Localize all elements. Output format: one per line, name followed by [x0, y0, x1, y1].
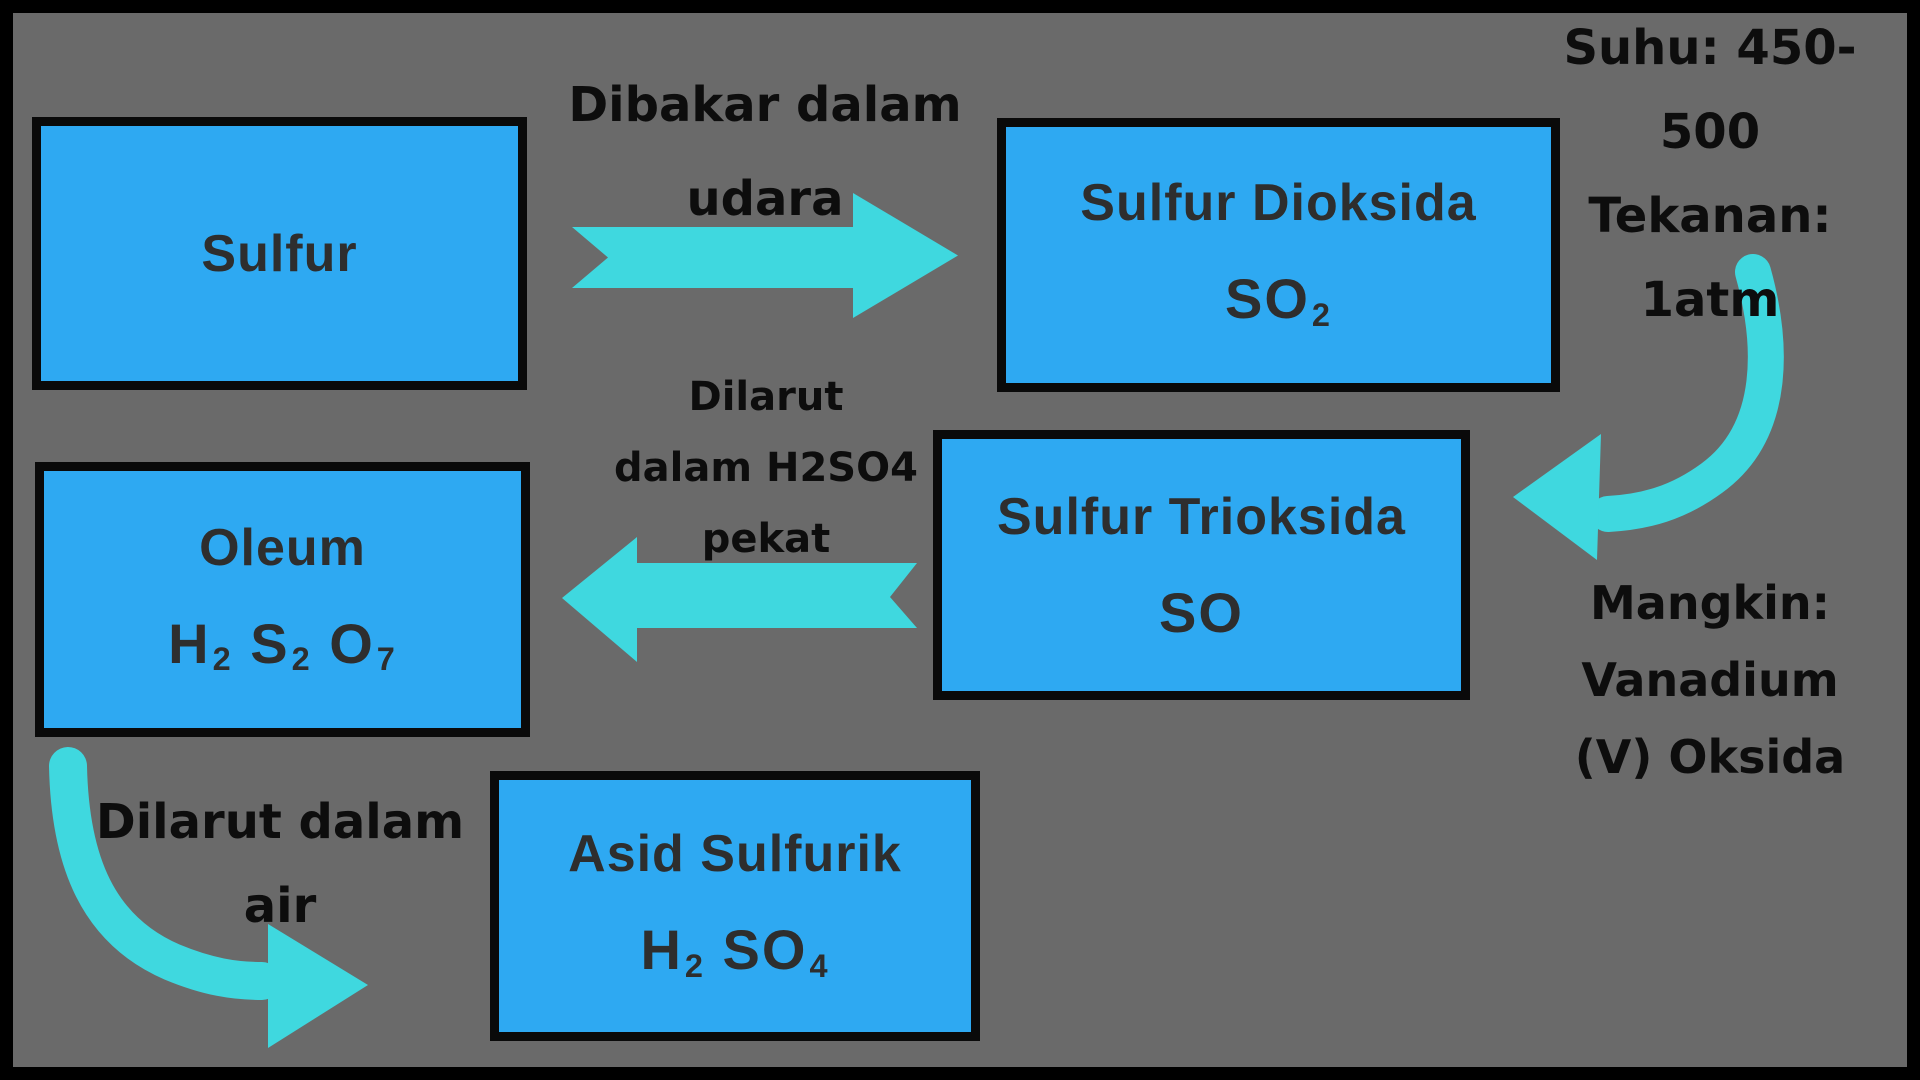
label-conditions: Suhu: 450- 500 Tekanan: 1atm [1545, 6, 1875, 342]
label-line: Dilarut dalam [95, 794, 465, 850]
box-oleum: Oleum H2 S2 O7 [35, 462, 530, 737]
label-line: Suhu: 450- [1563, 20, 1857, 76]
box-formula: SO2 [1225, 267, 1332, 333]
label-dilarut-dalam-air: Dilarut dalam air [80, 780, 480, 948]
box-title: Sulfur Dioksida [1080, 174, 1477, 232]
box-title: Sulfur [201, 224, 358, 283]
label-line: air [243, 878, 317, 934]
label-dibakar-dalam-udara: Dibakar dalam udara [540, 58, 990, 246]
label-line: Tekanan: [1588, 188, 1832, 244]
arrow-so2-to-so3-curved-icon [1513, 254, 1784, 560]
label-catalyst: Mangkin: Vanadium (V) Oksida [1545, 565, 1875, 796]
label-line: 1atm [1640, 272, 1780, 328]
arrow-sulfur-to-so2-icon [572, 193, 958, 318]
box-title: Asid Sulfurik [568, 825, 902, 883]
label-line: Dibakar dalam [568, 77, 962, 133]
box-sulfur-trioksida: Sulfur Trioksida SO [933, 430, 1470, 700]
label-line: Vanadium [1581, 653, 1839, 707]
label-line: pekat [701, 516, 831, 562]
box-sulfur-dioksida: Sulfur Dioksida SO2 [997, 118, 1560, 392]
label-line: dalam H2SO4 [614, 445, 918, 491]
label-line: Dilarut [688, 374, 844, 420]
label-dilarut-dalam-h2so4-pekat: Dilarut dalam H2SO4 pekat [590, 362, 942, 575]
box-formula: H2 SO4 [640, 918, 830, 984]
box-title: Oleum [199, 518, 366, 577]
label-line: Mangkin: [1590, 576, 1830, 630]
box-sulfur: Sulfur [32, 117, 527, 390]
label-line: 500 [1659, 104, 1761, 160]
box-asid-sulfurik: Asid Sulfurik H2 SO4 [490, 771, 980, 1041]
box-title: Sulfur Trioksida [997, 488, 1406, 546]
arrow-so3-to-oleum-icon [562, 537, 917, 662]
box-formula: H2 S2 O7 [168, 611, 397, 678]
label-line: (V) Oksida [1574, 730, 1846, 784]
label-line: udara [686, 171, 844, 227]
arrow-oleum-to-h2so4-curved-icon [49, 747, 368, 1048]
box-formula: SO [1159, 581, 1244, 644]
